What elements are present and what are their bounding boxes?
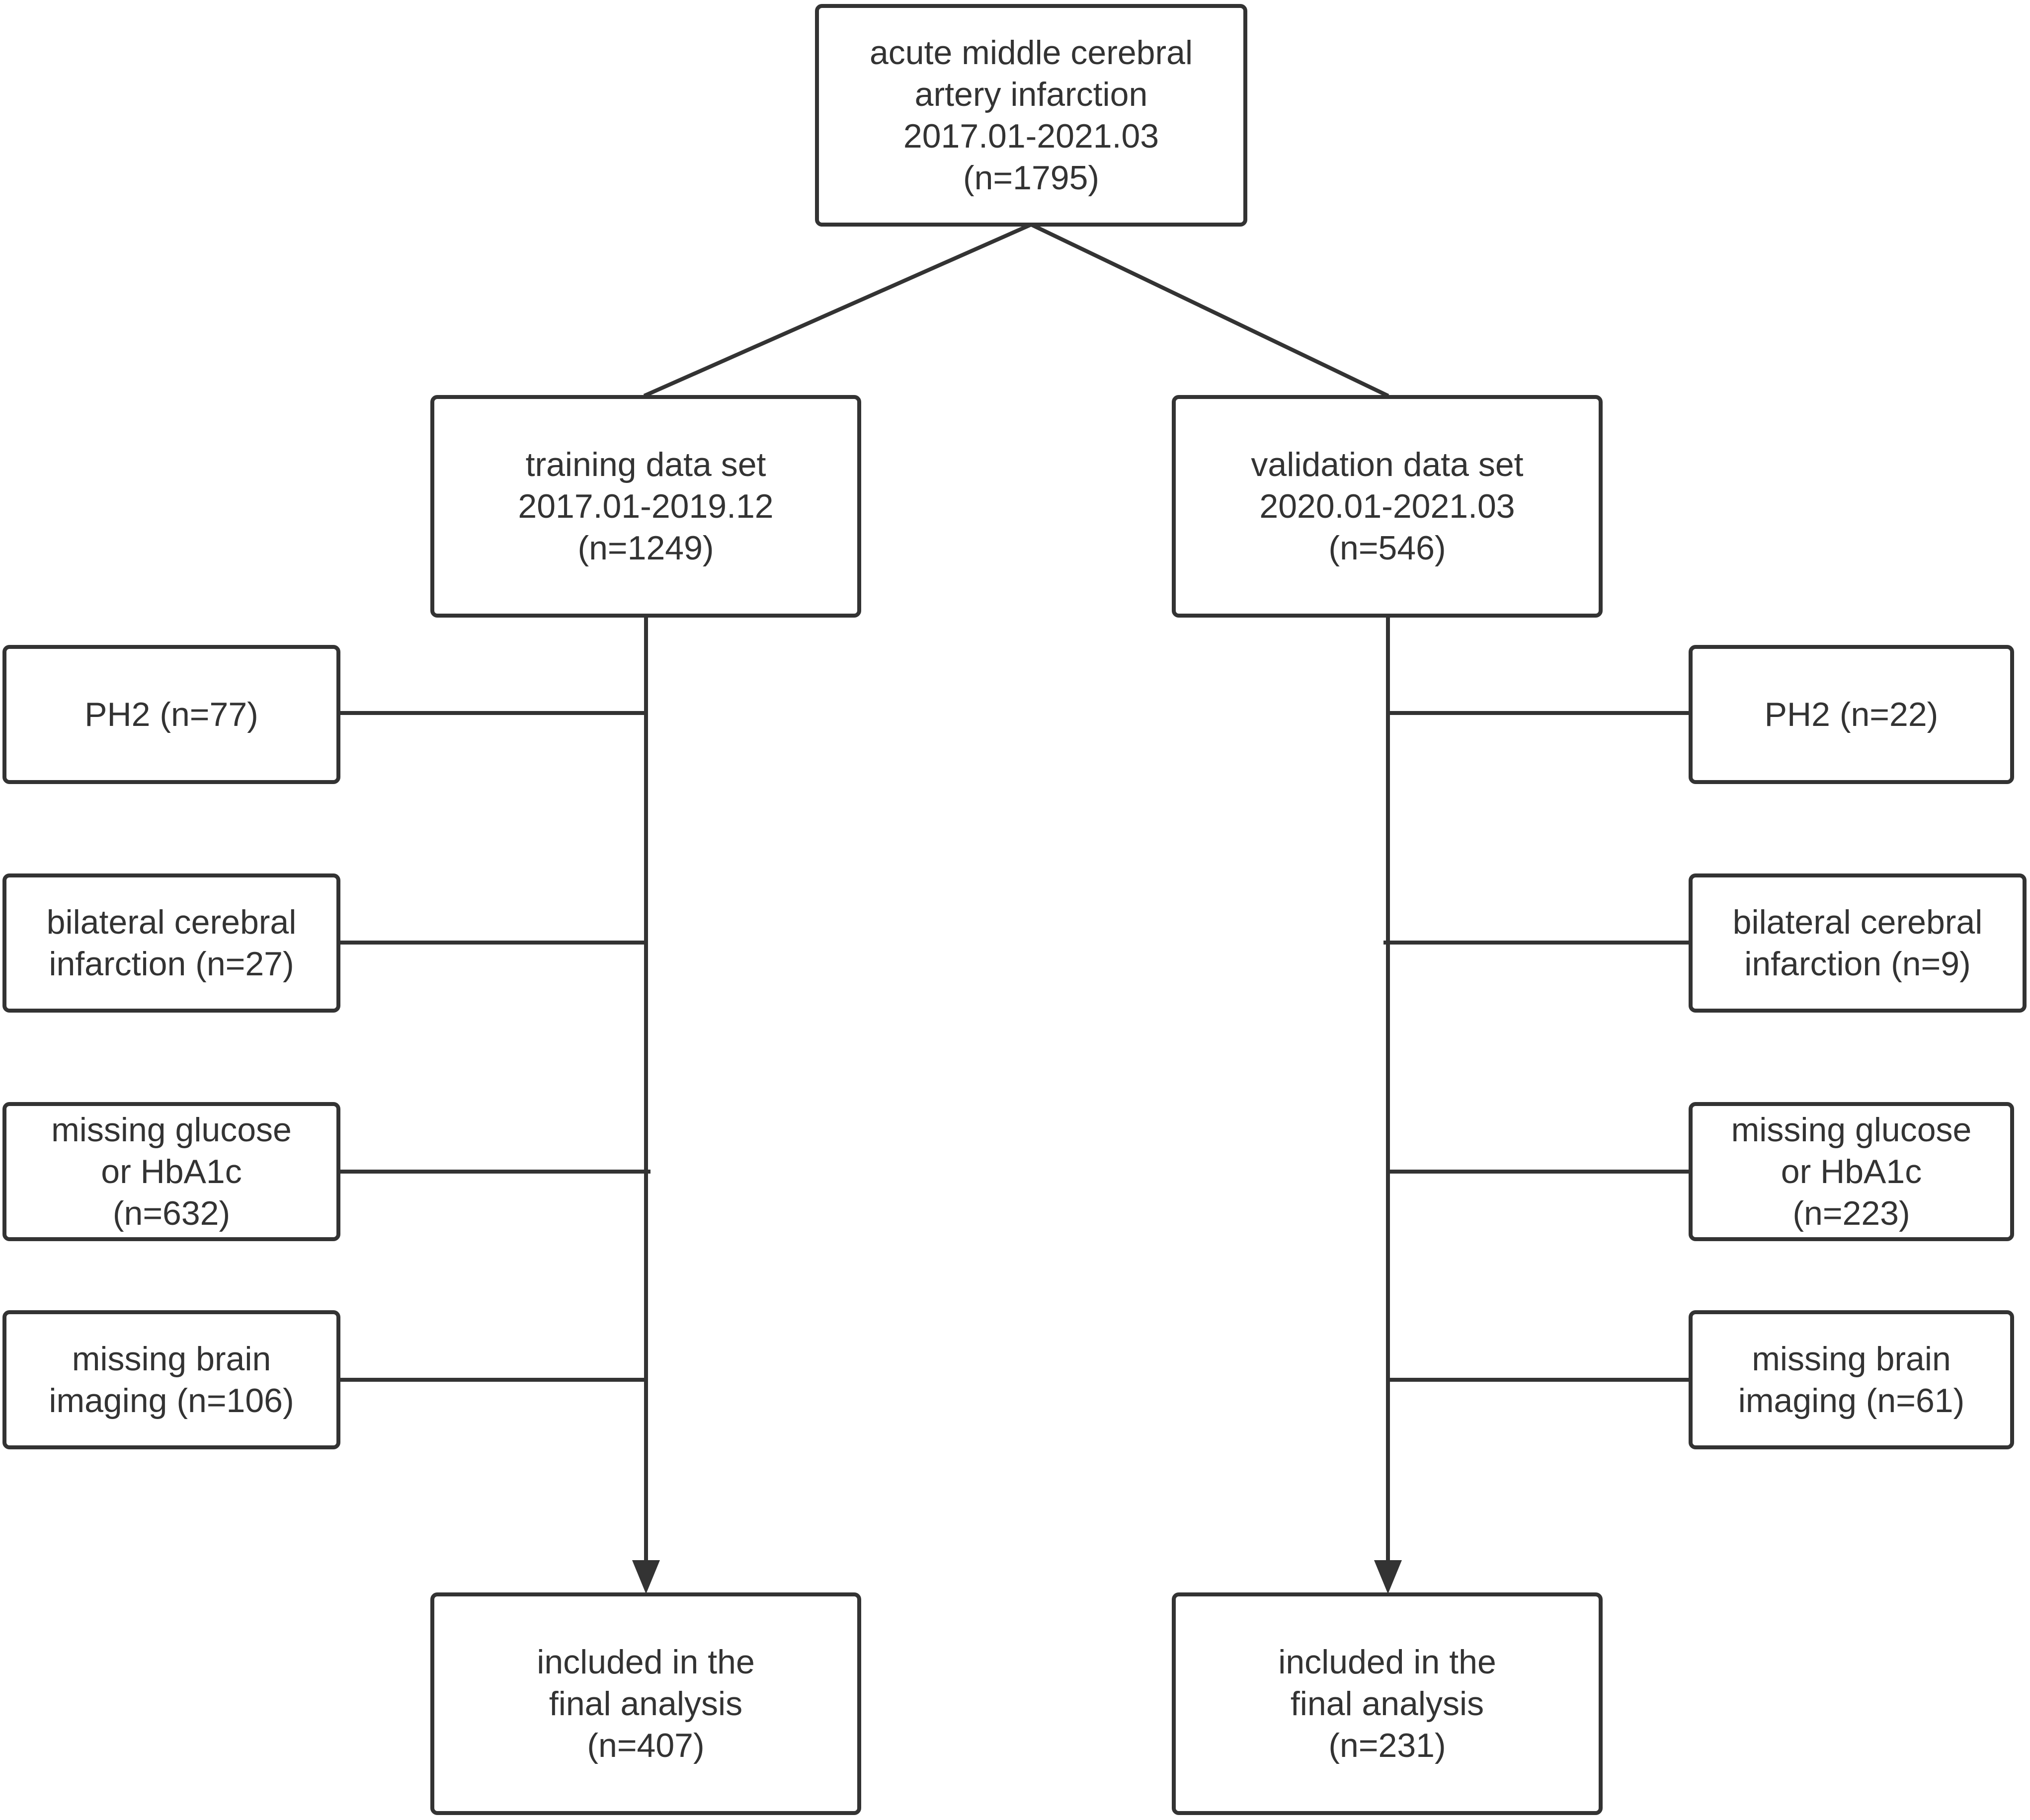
training-exclusion-box-4: missing brain imaging (n=106): [2, 1310, 340, 1449]
training-exclusion-box-3: missing glucose or HbA1c (n=632): [2, 1102, 340, 1241]
box-line: infarction (n=9): [1744, 945, 1971, 983]
box-line: validation data set: [1251, 446, 1524, 483]
validation-data-set-box: validation data set 2020.01-2021.03 (n=5…: [1172, 395, 1603, 618]
box-line: missing brain: [1752, 1340, 1951, 1378]
box-line: (n=632): [112, 1194, 231, 1232]
box-line: (n=223): [1792, 1194, 1910, 1232]
box-line: training data set: [525, 446, 766, 483]
box-line: imaging (n=61): [1738, 1382, 1965, 1420]
arrowhead-training-final: [632, 1560, 660, 1594]
box-line: PH2 (n=77): [84, 696, 258, 733]
box-line: final analysis: [549, 1685, 743, 1723]
training-exclusion-box-1: PH2 (n=77): [2, 645, 340, 784]
box-line: (n=1249): [577, 529, 714, 567]
box-line: or HbA1c: [1781, 1153, 1922, 1190]
box-line: (n=231): [1328, 1727, 1446, 1764]
box-line: included in the: [1278, 1643, 1496, 1681]
box-line: infarction (n=27): [49, 945, 294, 983]
box-line: 2020.01-2021.03: [1259, 487, 1515, 525]
box-line: missing glucose: [51, 1111, 292, 1149]
box-line: or HbA1c: [101, 1153, 242, 1190]
box-line: artery infarction: [914, 76, 1148, 113]
connector-top-to-training: [643, 222, 1034, 398]
box-line: acute middle cerebral: [869, 34, 1193, 72]
validation-exclusion-box-4: missing brain imaging (n=61): [1689, 1310, 2014, 1449]
box-line: missing glucose: [1731, 1111, 1972, 1149]
box-line: bilateral cerebral: [46, 903, 297, 941]
box-line: (n=407): [587, 1727, 705, 1764]
arrowhead-validation-final: [1374, 1560, 1402, 1594]
training-final-analysis-box: included in the final analysis (n=407): [430, 1592, 861, 1815]
box-line: bilateral cerebral: [1732, 903, 1983, 941]
validation-final-analysis-box: included in the final analysis (n=231): [1172, 1592, 1603, 1815]
box-line: final analysis: [1290, 1685, 1484, 1723]
training-data-set-box: training data set 2017.01-2019.12 (n=124…: [430, 395, 861, 618]
box-line: (n=1795): [963, 159, 1100, 197]
box-line: included in the: [537, 1643, 755, 1681]
box-line: imaging (n=106): [49, 1382, 294, 1420]
source-population-box: acute middle cerebral artery infarction …: [815, 4, 1247, 227]
validation-exclusion-box-3: missing glucose or HbA1c (n=223): [1689, 1102, 2014, 1241]
box-line: PH2 (n=22): [1764, 696, 1939, 733]
validation-exclusion-box-1: PH2 (n=22): [1689, 645, 2014, 784]
box-line: 2017.01-2021.03: [903, 117, 1159, 155]
validation-exclusion-box-2: bilateral cerebral infarction (n=9): [1689, 873, 2027, 1013]
box-line: (n=546): [1328, 529, 1446, 567]
training-exclusion-box-2: bilateral cerebral infarction (n=27): [2, 873, 340, 1013]
box-line: 2017.01-2019.12: [518, 487, 774, 525]
box-line: missing brain: [72, 1340, 271, 1378]
connector-top-to-validation: [1028, 222, 1389, 398]
